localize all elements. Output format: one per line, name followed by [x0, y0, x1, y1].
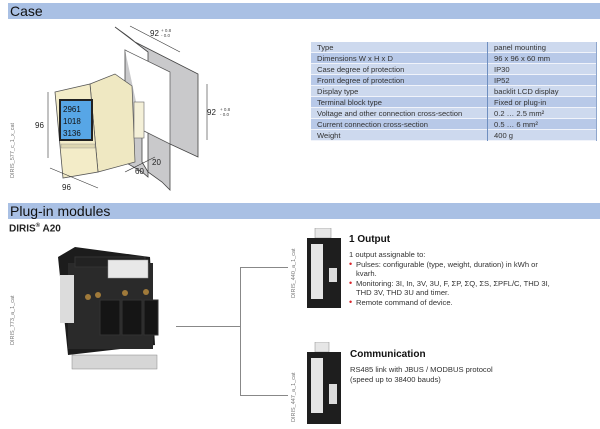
dim-width-label: 96 — [62, 183, 71, 192]
svg-text:+ 0.8: + 0.8 — [161, 28, 172, 33]
module-communication-title: Communication — [350, 349, 426, 360]
svg-text:3136: 3136 — [63, 129, 81, 138]
spec-row: Voltage and other connection cross-secti… — [311, 107, 597, 119]
module-output-description: 1 output assignable to: Pulses: configur… — [349, 250, 554, 307]
bullet-item: Remote command of device. — [349, 298, 554, 308]
svg-text:+ 0.8: + 0.8 — [220, 107, 231, 112]
connector-top-branch — [240, 267, 288, 268]
spec-value: 0.2 … 2.5 mm² — [487, 107, 597, 119]
spec-value: 400 g — [487, 129, 597, 141]
spec-label: Weight — [311, 129, 488, 141]
spec-value: panel mounting — [487, 42, 597, 53]
spec-value: IP30 — [487, 63, 597, 75]
module-output-caption: DIRIS_440_a_1_cat — [291, 248, 297, 298]
diris-a20-rear-image — [58, 247, 159, 370]
dim-depth-label: 60 — [135, 167, 144, 176]
spec-label: Terminal block type — [311, 96, 488, 108]
dim-top-label: 92 — [150, 29, 159, 38]
dim-rear-label: 20 — [152, 158, 161, 167]
spec-label: Current connection cross-section — [311, 118, 488, 130]
spec-label: Case degree of protection — [311, 63, 488, 75]
spec-value: 0.5 … 6 mm² — [487, 118, 597, 130]
spec-value: Fixed or plug-in — [487, 96, 597, 108]
dim-right-label: 92 — [207, 108, 216, 117]
case-dimension-drawing: 92 + 0.8 - 0.0 92 + 0.8 - 0.0 2961 1018 … — [35, 25, 231, 192]
module-output-bullets: Pulses: configurable (type, weight, dura… — [349, 260, 554, 308]
spec-label: Front degree of protection — [311, 74, 488, 86]
svg-text:1018: 1018 — [63, 117, 81, 126]
bullet-item: Pulses: configurable (type, weight, dura… — [349, 260, 554, 279]
output-module-image — [307, 228, 341, 308]
spec-label: Display type — [311, 85, 488, 97]
product-figure-caption: DIRIS_773_a_1_cat — [10, 295, 16, 345]
spec-value: backlit LCD display — [487, 85, 597, 97]
case-figure-caption: DIRIS_577_c_1_x_cat — [10, 122, 16, 178]
connector-vertical — [240, 267, 241, 395]
module-output-title: 1 Output — [349, 234, 391, 245]
dim-height-label: 96 — [35, 121, 44, 130]
communication-module-image — [307, 342, 341, 424]
svg-text:2961: 2961 — [63, 105, 81, 114]
bullet-item: Monitoring: 3I, In, 3V, 3U, F, ΣP, ΣQ, Σ… — [349, 279, 554, 298]
spec-label: Voltage and other connection cross-secti… — [311, 107, 488, 119]
section-header-plugin-modules: Plug-in modules — [8, 203, 600, 219]
product-title: DIRIS® A20 — [9, 223, 61, 235]
spec-value: 96 x 96 x 60 mm — [487, 52, 597, 64]
module-communication-description: RS485 link with JBUS / MODBUS protocol (… — [350, 365, 493, 384]
spec-value: IP52 — [487, 74, 597, 86]
svg-text:- 0.0: - 0.0 — [161, 33, 171, 38]
connector-horizontal — [176, 326, 240, 327]
connector-bottom-branch — [240, 395, 288, 396]
spec-label: Dimensions W x H x D — [311, 52, 488, 64]
spec-label: Type — [311, 42, 488, 53]
svg-text:- 0.0: - 0.0 — [220, 112, 230, 117]
module-communication-caption: DIRIS_447_a_1_cat — [291, 372, 297, 422]
section-header-case: Case — [8, 3, 600, 19]
